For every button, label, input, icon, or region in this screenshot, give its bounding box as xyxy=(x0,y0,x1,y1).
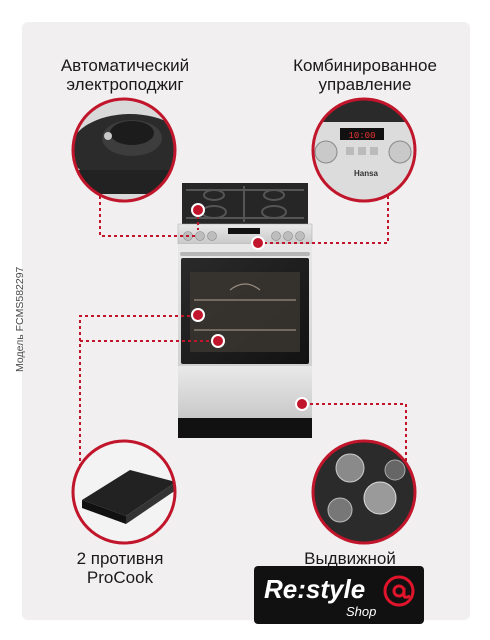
hotspot-markers xyxy=(191,203,309,411)
hotspot-control xyxy=(251,236,265,250)
feature-label-trays: 2 противня ProCook xyxy=(76,549,164,587)
hotspot-drawer xyxy=(295,397,309,411)
detail-circle-drawer xyxy=(311,439,417,545)
detail-circle-ignition xyxy=(71,97,177,203)
cart-at-icon xyxy=(383,575,415,607)
oven-racks xyxy=(194,283,296,331)
restyle-shop-logo[interactable]: Re:style Shop xyxy=(254,566,424,624)
oven-interior xyxy=(190,272,300,352)
stove-plinth xyxy=(178,418,312,438)
stove xyxy=(177,183,313,438)
detail-circle-control: 10:00 Hansa xyxy=(311,97,417,203)
hotspot-tray-2 xyxy=(211,334,225,348)
svg-text:10:00: 10:00 xyxy=(348,131,375,141)
hob-grates xyxy=(186,186,304,222)
connector-lines xyxy=(79,196,407,473)
feature-label-drawer: Выдвижной xyxy=(304,549,396,568)
feature-label-ignition: Автоматический электроподжиг xyxy=(60,56,190,94)
detail-circle-trays xyxy=(71,439,177,545)
oven-handle xyxy=(180,252,310,256)
svg-text:Hansa: Hansa xyxy=(354,169,379,178)
control-knobs xyxy=(183,231,305,241)
timer-display xyxy=(228,228,260,234)
feature-label-control: Комбинированное управление xyxy=(293,56,437,94)
hotspot-tray-1 xyxy=(191,308,205,322)
hotspot-ignition xyxy=(191,203,205,217)
drawer-front xyxy=(178,366,312,418)
